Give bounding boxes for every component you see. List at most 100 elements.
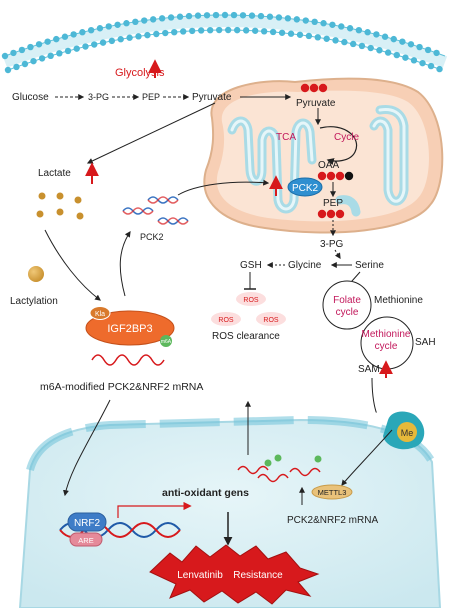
lipid-head [419, 59, 426, 67]
lipid-head [427, 62, 435, 70]
lipid-head [10, 49, 17, 57]
nuclear-mrna [237, 465, 321, 483]
lipid-head [367, 44, 374, 52]
lipid-head [188, 27, 196, 35]
lipid-head [108, 37, 116, 45]
lipid-head [123, 20, 130, 27]
lipid-head [30, 57, 37, 65]
lipid-head [230, 11, 238, 19]
lipid-head [349, 40, 357, 48]
lipid-head [4, 66, 12, 74]
lenvatinib-label: Lenvatinib [177, 570, 223, 581]
lipid-head [341, 38, 348, 46]
lipid-head [314, 34, 321, 41]
cycle-label: Cycle [334, 132, 359, 143]
mito-pck2-oval [287, 177, 323, 197]
igf2bp3-label: IGF2BP3 [107, 323, 152, 335]
lipid-head [203, 12, 211, 19]
lipid-head [73, 45, 80, 52]
glyco-3pg-label: 3-PG [88, 92, 109, 102]
lipid-head [224, 26, 232, 34]
lipid-head [436, 65, 443, 73]
nrf2-box [67, 512, 107, 532]
lipid-head [96, 25, 104, 32]
lipid-head [171, 28, 178, 36]
oaa-label: OAA [318, 160, 339, 171]
pyruvate-dots [300, 83, 328, 93]
lipid-head [158, 15, 166, 22]
arrow-igf2bp3-pck2 [119, 231, 131, 297]
lipid-head [410, 57, 418, 64]
folate-label: Folate [333, 295, 361, 306]
lactate-label: Lactate [38, 168, 71, 179]
lipid-head [215, 26, 223, 34]
lipid-head [44, 38, 51, 45]
arrow-pck2-to-mito [177, 179, 270, 196]
nucleus [2, 405, 448, 608]
lipid-head [13, 63, 20, 71]
lipid-head [390, 35, 397, 43]
lipid-head [167, 14, 175, 21]
kla-label: Kla [95, 311, 105, 318]
kla-badge [89, 306, 111, 320]
lipid-head [320, 20, 327, 27]
lipid-head [53, 35, 60, 43]
lipid-head [126, 34, 133, 41]
igf2bp3-oval [85, 310, 175, 346]
folate-cycle-label: cycle [336, 307, 359, 318]
lipid-head [311, 18, 318, 26]
mettl3-oval [311, 484, 353, 500]
lipid-head [305, 32, 313, 40]
lipid-head [79, 29, 86, 36]
sah-label: SAH [415, 337, 436, 348]
lipid-head [323, 35, 330, 42]
mito-pck2-label: PCK2 [292, 183, 319, 194]
lipid-head [346, 25, 354, 32]
lipid-head [332, 37, 339, 44]
lipid-head [185, 12, 193, 20]
lipid-head [402, 54, 409, 61]
lipid-head [21, 60, 29, 68]
cell-membrane [1, 11, 448, 74]
ros-clearance-label: ROS clearance [212, 331, 280, 342]
mito-pyruvate-label: Pyruvate [296, 98, 336, 109]
left-pck2-label: PCK2 [140, 232, 164, 242]
lipid-head [87, 26, 95, 34]
arrow-me-mettl3 [341, 429, 393, 486]
methionine-cycle-label-1: Methionine [362, 329, 411, 340]
lipid-head [233, 26, 241, 34]
lipid-head [64, 47, 72, 55]
resistance-label: Resistance [233, 570, 283, 581]
lipid-head [117, 36, 124, 43]
lipid-head [197, 27, 205, 34]
mrna-wave [91, 354, 165, 366]
lipid-head [149, 16, 157, 23]
lipid-head [248, 12, 256, 19]
arrow-pyruvate-lactate [86, 102, 216, 164]
lipid-head [284, 15, 292, 22]
glyco-pyruvate-label: Pyruvate [192, 92, 232, 103]
mrna-caption: m6A-modified PCK2&NRF2 mRNA [40, 381, 203, 393]
methionine-label: Methionine [374, 295, 423, 306]
lipid-head [91, 41, 98, 48]
gsh-label: GSH [240, 260, 262, 271]
ros-label-2: ROS [218, 317, 234, 324]
lipid-head [114, 21, 121, 28]
lipid-head [278, 29, 286, 36]
mito-pep-label: PEP [323, 198, 343, 209]
lipid-head [296, 31, 304, 38]
lipid-head [384, 49, 392, 56]
lipid-head [293, 16, 301, 23]
methyl-donor [383, 411, 425, 450]
ros-label-1: ROS [243, 297, 259, 304]
lipid-head [132, 18, 139, 26]
lipid-head [275, 14, 283, 21]
lipid-head [105, 23, 112, 30]
lipid-head [424, 46, 432, 54]
serine-label: Serine [355, 260, 384, 271]
lactyl-ball [28, 266, 44, 282]
lipid-head [242, 27, 250, 34]
glycolysis-label: Glycolysis [115, 67, 165, 79]
lipid-head [376, 47, 383, 54]
lipid-head [153, 30, 160, 38]
